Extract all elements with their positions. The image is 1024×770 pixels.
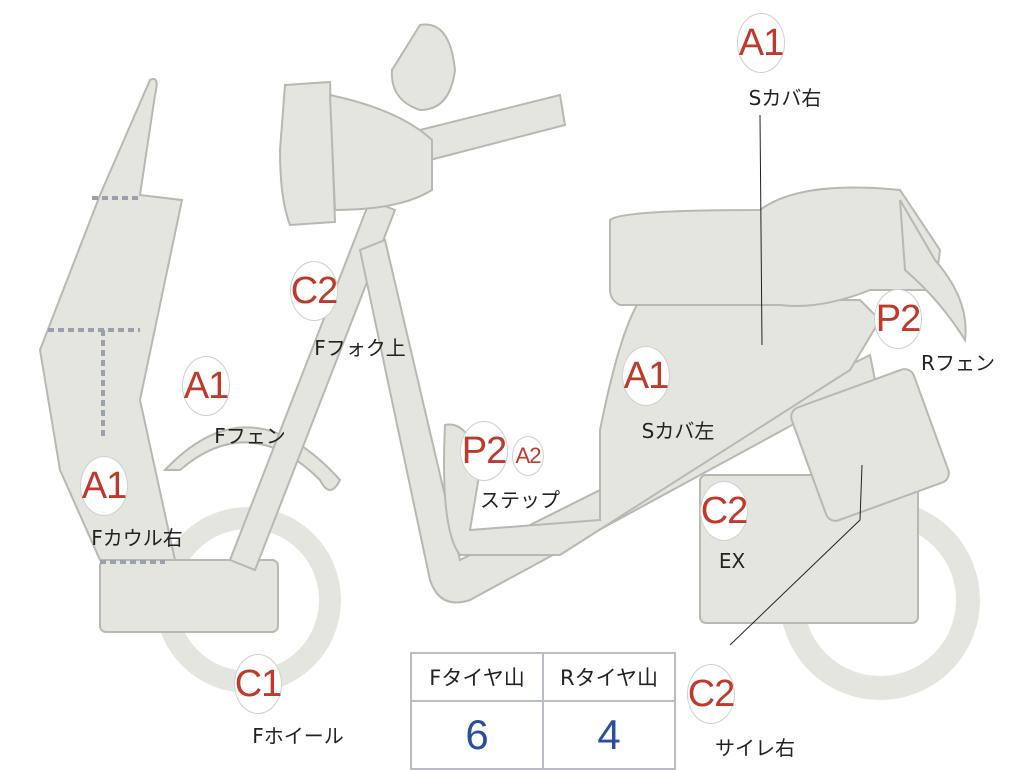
part-label: EX [718, 549, 746, 573]
rear-tire-header: Rタイヤ山 [542, 652, 676, 702]
front-cowl-lower [99, 559, 279, 633]
part-label: Fカウル右 [91, 526, 183, 550]
part-label: Sカバ右 [748, 86, 822, 110]
mirror [390, 23, 457, 112]
grade-badge: C2 [290, 261, 338, 321]
part-label: ステップ [480, 488, 560, 512]
seat [609, 186, 942, 307]
part-label: サイレ右 [715, 736, 795, 760]
headlight [278, 80, 337, 227]
grade-badge: C2 [700, 481, 748, 541]
leader-line [729, 464, 863, 646]
part-label: Fフェン [214, 424, 286, 448]
grade-badge: A1 [182, 356, 230, 416]
part-label: Fホイール [252, 724, 344, 748]
handlebar [418, 93, 567, 162]
grade-badge: C1 [234, 654, 282, 714]
headlight-body [328, 93, 433, 212]
grade-badge: P2 [874, 289, 922, 349]
grade-badge: A1 [737, 13, 785, 73]
front-tire-value: 6 [410, 700, 544, 770]
grade-badge: C2 [687, 664, 735, 724]
front-fork [228, 198, 397, 572]
rear-tire-value: 4 [542, 700, 676, 770]
front-tire-header: Fタイヤ山 [410, 652, 544, 702]
part-label: Sカバ左 [641, 419, 715, 443]
tire-tread-table: Fタイヤ山 Rタイヤ山 6 4 [410, 652, 676, 770]
grade-badge: P2 [460, 421, 508, 481]
part-label: Fフォク上 [314, 336, 406, 360]
muffler [790, 368, 950, 522]
leader-line [759, 114, 763, 346]
grade-badge: A1 [622, 346, 670, 406]
grade-badge: A1 [80, 456, 128, 516]
grade-badge-secondary: A2 [512, 436, 544, 476]
rear-fender [899, 199, 967, 343]
part-label: Rフェン [921, 351, 995, 375]
